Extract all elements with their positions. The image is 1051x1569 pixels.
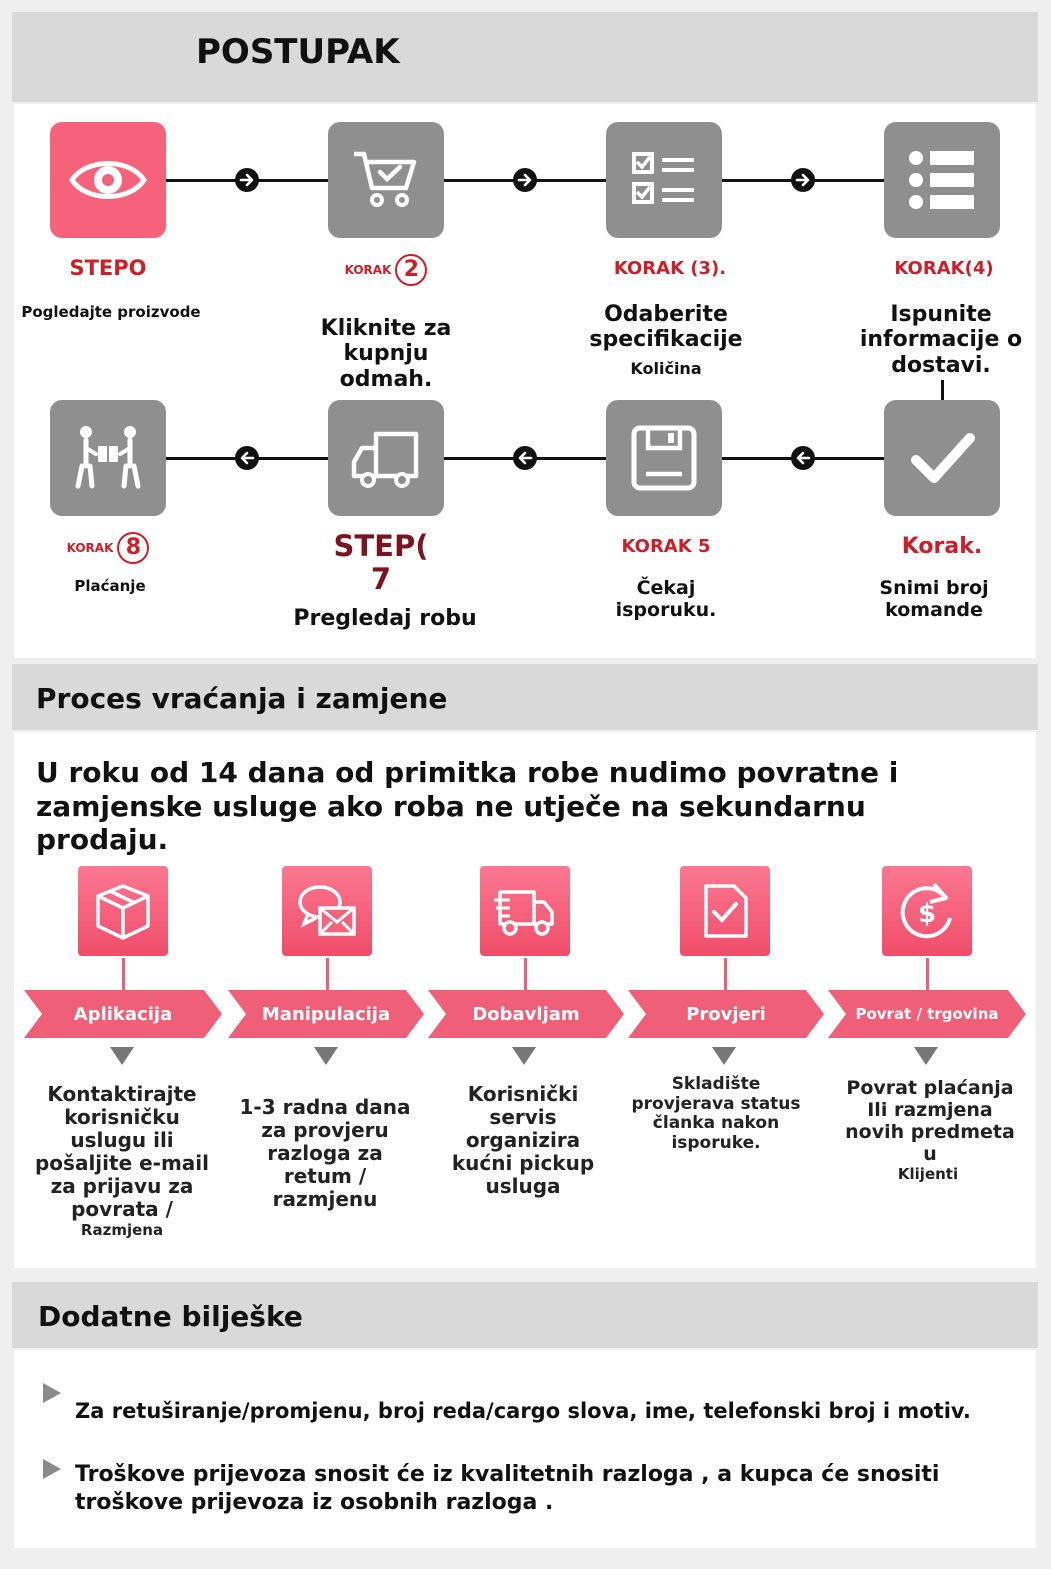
step-7-desc: Pregledaj robu [293, 606, 477, 631]
connector-line [524, 958, 527, 990]
return-step-4-tile [680, 866, 770, 956]
return-step-1-desc: Kontaktirajte korisničku uslugu ili poša… [34, 1082, 210, 1221]
truck-icon [351, 431, 419, 488]
step-5-desc: Snimi broj komande [879, 577, 989, 621]
arrow-right-icon [235, 168, 259, 192]
return-step-3-ribbon: Dobavljam [428, 990, 624, 1038]
returns-title: Proces vraćanja i zamjene [36, 682, 448, 715]
step-6-label: KORAK 5 [621, 536, 711, 557]
return-step-1-label: Aplikacija [73, 1003, 173, 1025]
return-step-5-label: Povrat / trgovina [855, 1005, 999, 1023]
return-step-3-tile [480, 866, 570, 956]
list-icon [909, 151, 974, 209]
return-step-5-tile: $ [882, 866, 972, 956]
step-3-sub: Količina [630, 359, 702, 378]
step-6-desc: Čekaj isporuku. [615, 577, 717, 621]
return-step-2-tile [282, 866, 372, 956]
return-step-1-tile [78, 866, 168, 956]
step-3-tile [606, 122, 722, 238]
return-step-4-desc: Skladište provjerava status članka nakon… [631, 1074, 801, 1153]
arrow-left-icon [235, 446, 259, 470]
return-step-2-label: Manipulacija [261, 1003, 391, 1025]
message-icon [298, 885, 356, 936]
chevron-down-icon [512, 1047, 536, 1065]
step-5-label: Korak. [901, 534, 983, 559]
handover-icon [75, 426, 141, 489]
step-8-desc: Plaćanje [74, 577, 146, 595]
returns-header: Proces vraćanja i zamjene [12, 664, 1038, 730]
procedure-header: POSTUPAK [12, 12, 1038, 102]
box-icon [96, 884, 150, 940]
step-1-desc: Pogledajte proizvode [21, 303, 201, 321]
returns-intro: U roku od 14 dana od primitka robe nudim… [36, 756, 899, 857]
arrow-left-icon [791, 446, 815, 470]
arrow-right-icon [513, 168, 537, 192]
procedure-title: POSTUPAK [196, 32, 400, 72]
chevron-down-icon [712, 1047, 736, 1065]
arrow-left-icon [513, 446, 537, 470]
document-check-icon [704, 884, 748, 938]
chevron-down-icon [914, 1047, 938, 1065]
return-step-1-ribbon: Aplikacija [24, 990, 222, 1038]
note-item-2: Troškove prijevoza snosit će iz kvalitet… [75, 1462, 940, 1515]
notes-panel [14, 1350, 1036, 1548]
connector-line [724, 958, 727, 990]
return-step-5-sub: Klijenti [897, 1165, 959, 1183]
return-step-4-label: Provjeri [686, 1003, 766, 1025]
step-2-desc: Kliknite za kupnju odmah. [320, 316, 452, 392]
step-6-tile [606, 400, 722, 516]
step-1-tile [50, 122, 166, 238]
note-item-1: Za retuširanje/promjenu, broj reda/cargo… [75, 1399, 971, 1423]
step-5-tile [884, 400, 1000, 516]
connector-line [326, 958, 329, 990]
return-step-2-desc: 1-3 radna dana za provjeru razloga za re… [239, 1095, 411, 1211]
connector-line [926, 958, 929, 990]
notes-title: Dodatne bilješke [38, 1300, 303, 1333]
step-4-desc: Ispunite informacije o dostavi. [859, 302, 1023, 378]
cart-icon [354, 151, 417, 207]
step-7-tile [328, 400, 444, 516]
bullet-triangle-icon [43, 1459, 61, 1479]
return-step-2-ribbon: Manipulacija [228, 990, 424, 1038]
return-step-5-ribbon: Povrat / trgovina [828, 990, 1026, 1038]
return-step-3-label: Dobavljam [472, 1003, 580, 1025]
checklist-icon [632, 152, 694, 204]
svg-text:$: $ [918, 899, 936, 929]
return-step-4-ribbon: Provjeri [628, 990, 824, 1038]
connector-line [941, 380, 944, 400]
step-3-desc: Odaberite specifikacije [589, 302, 743, 353]
step-4-tile [884, 122, 1000, 238]
notes-header: Dodatne bilješke [12, 1282, 1038, 1348]
eye-icon [69, 161, 147, 199]
step-2-tile [328, 122, 444, 238]
return-step-5-desc: Povrat plaćanja Ili razmjena novih predm… [845, 1077, 1015, 1165]
return-step-3-desc: Korisnički servis organizira kućni picku… [451, 1082, 595, 1198]
return-step-1-sub: Razmjena [80, 1221, 164, 1239]
arrow-right-icon [791, 168, 815, 192]
step-1-label: STEPO [69, 256, 147, 280]
step-3-label: KORAK (3). [613, 258, 727, 279]
delivery-truck-icon [494, 890, 554, 936]
step-7-label: STEP( 7 [333, 529, 429, 597]
save-icon [631, 425, 697, 491]
refund-icon: $ [900, 882, 952, 939]
connector-line [122, 958, 125, 990]
step-4-label: KORAK(4) [894, 258, 994, 279]
step-8-tile [50, 400, 166, 516]
procedure-panel [14, 104, 1036, 658]
chevron-down-icon [110, 1047, 134, 1065]
chevron-down-icon [314, 1047, 338, 1065]
bullet-triangle-icon [43, 1383, 61, 1403]
checkmark-icon [911, 433, 975, 483]
